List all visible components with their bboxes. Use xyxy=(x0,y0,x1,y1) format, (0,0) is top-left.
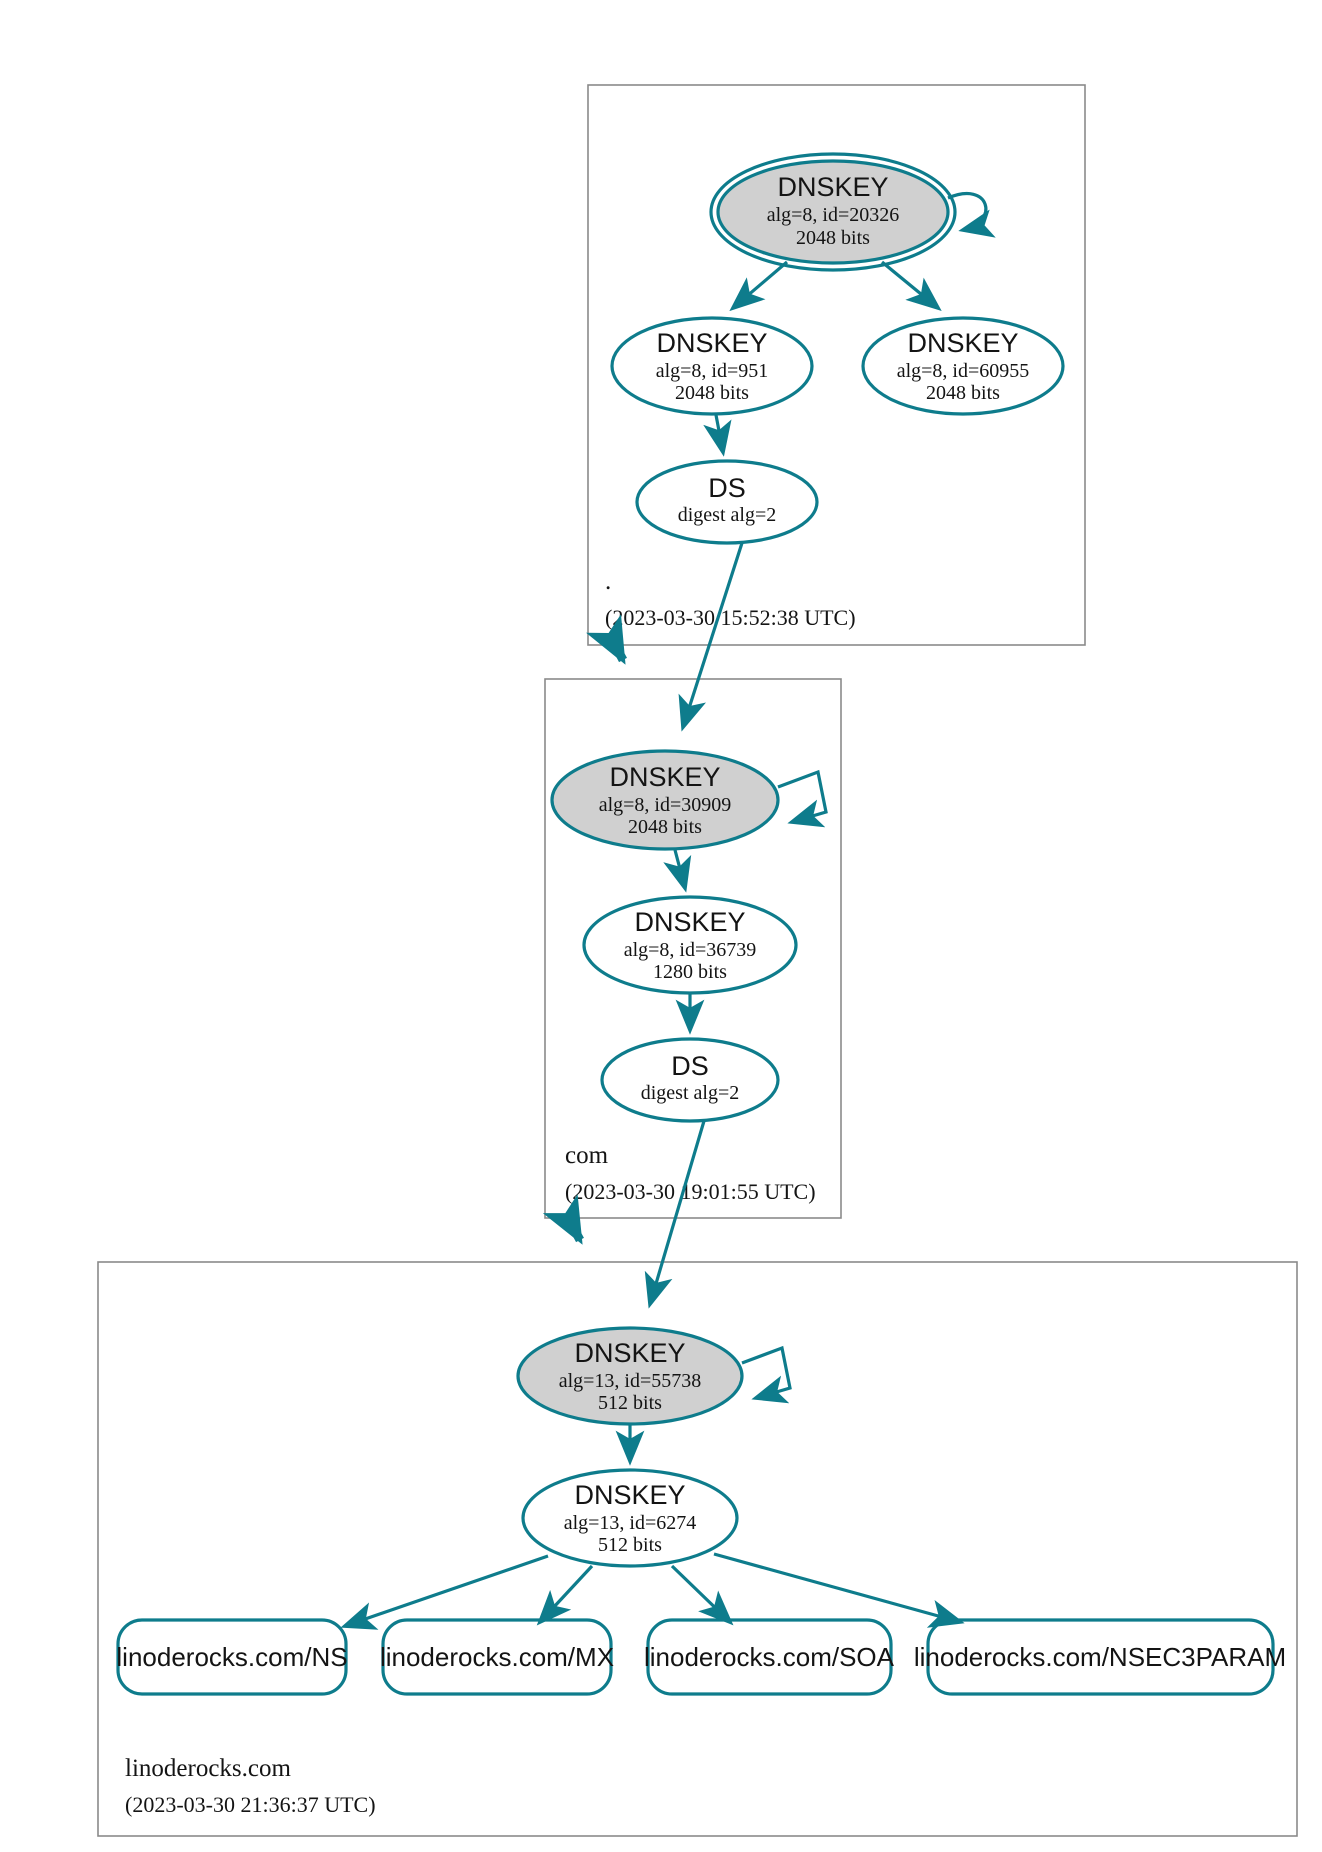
rrset-soa[interactable]: linoderocks.com/SOA xyxy=(644,1618,895,1696)
node-size: 2048 bits xyxy=(675,382,749,404)
node-title: DNSKEY xyxy=(634,907,745,937)
node-detail: alg=13, id=55738 xyxy=(559,1370,702,1392)
rrset-label: linoderocks.com/NS xyxy=(116,1642,347,1672)
edge-lr-zsk-to-nsec3param xyxy=(713,1552,965,1628)
zone-timestamp-root: (2023-03-30 15:52:38 UTC) xyxy=(605,605,856,630)
node-detail: alg=13, id=6274 xyxy=(564,1512,697,1534)
edge-lr-zsk-to-soa xyxy=(670,1564,734,1626)
node-size: 1280 bits xyxy=(653,961,727,983)
node-title: DS xyxy=(671,1051,709,1081)
zone-timestamp-linoderocks: (2023-03-30 21:36:37 UTC) xyxy=(125,1792,376,1817)
node-size: 2048 bits xyxy=(628,816,702,838)
node-com-ds[interactable]: DS digest alg=2 xyxy=(600,1037,780,1123)
node-title: DNSKEY xyxy=(609,762,720,792)
node-detail: digest alg=2 xyxy=(641,1082,740,1104)
zone-label-com: com xyxy=(565,1142,609,1169)
edge-com-ds-to-lr-ksk xyxy=(644,1120,706,1309)
node-com-ksk[interactable]: DNSKEY alg=8, id=30909 2048 bits xyxy=(550,749,780,851)
zone-label-root: . xyxy=(605,568,611,595)
edge-root-zsk951-to-ds xyxy=(703,414,732,457)
node-title: DNSKEY xyxy=(574,1338,685,1368)
edge-lr-zsk-to-ns xyxy=(340,1554,549,1630)
node-root-zsk-60955[interactable]: DNSKEY alg=8, id=60955 2048 bits xyxy=(861,316,1065,416)
node-root-ksk[interactable]: DNSKEY alg=8, id=20326 2048 bits xyxy=(709,152,957,272)
edge-root-ksk-to-zsk60955 xyxy=(880,260,942,312)
node-title: DNSKEY xyxy=(907,328,1018,358)
node-linoderocks-zsk[interactable]: DNSKEY alg=13, id=6274 512 bits xyxy=(521,1468,739,1568)
node-title: DNSKEY xyxy=(574,1480,685,1510)
rrset-label: linoderocks.com/MX xyxy=(380,1642,614,1672)
node-title: DNSKEY xyxy=(656,328,767,358)
zone-label-linoderocks: linoderocks.com xyxy=(125,1755,291,1782)
edge-delegation-root-to-com xyxy=(586,614,627,665)
node-size: 2048 bits xyxy=(926,382,1000,404)
node-com-zsk[interactable]: DNSKEY alg=8, id=36739 1280 bits xyxy=(582,895,798,995)
rrset-mx[interactable]: linoderocks.com/MX xyxy=(380,1618,614,1696)
rrset-nsec3param[interactable]: linoderocks.com/NSEC3PARAM xyxy=(914,1618,1286,1696)
node-title: DS xyxy=(708,473,746,503)
zone-timestamp-com: (2023-03-30 19:01:55 UTC) xyxy=(565,1179,816,1204)
rrset-label: linoderocks.com/NSEC3PARAM xyxy=(914,1642,1286,1672)
edge-lr-zsk-to-mx xyxy=(536,1564,594,1626)
edge-root-ds-to-com-ksk xyxy=(678,542,744,732)
edge-self-root-ksk xyxy=(947,191,996,238)
node-title: DNSKEY xyxy=(777,172,888,202)
node-size: 512 bits xyxy=(598,1392,662,1414)
node-detail: alg=8, id=20326 xyxy=(767,204,900,226)
node-detail: alg=8, id=30909 xyxy=(599,794,732,816)
node-detail: alg=8, id=36739 xyxy=(624,939,757,961)
node-root-ds[interactable]: DS digest alg=2 xyxy=(635,459,819,545)
edge-self-com-ksk xyxy=(777,769,828,828)
edge-com-ksk-to-zsk xyxy=(663,849,692,893)
edge-self-lr-ksk xyxy=(741,1345,792,1404)
edge-root-ksk-to-zsk951 xyxy=(729,260,789,312)
node-root-zsk-951[interactable]: DNSKEY alg=8, id=951 2048 bits xyxy=(610,316,814,416)
rrset-label: linoderocks.com/SOA xyxy=(644,1642,895,1672)
node-size: 512 bits xyxy=(598,1534,662,1556)
node-detail: alg=8, id=951 xyxy=(656,360,769,382)
node-size: 2048 bits xyxy=(796,227,870,249)
node-detail: alg=8, id=60955 xyxy=(897,360,1030,382)
node-detail: digest alg=2 xyxy=(678,504,777,526)
edge-delegation-com-to-linoderocks xyxy=(542,1194,584,1245)
node-linoderocks-ksk[interactable]: DNSKEY alg=13, id=55738 512 bits xyxy=(516,1326,744,1426)
rrset-ns[interactable]: linoderocks.com/NS xyxy=(116,1618,348,1696)
